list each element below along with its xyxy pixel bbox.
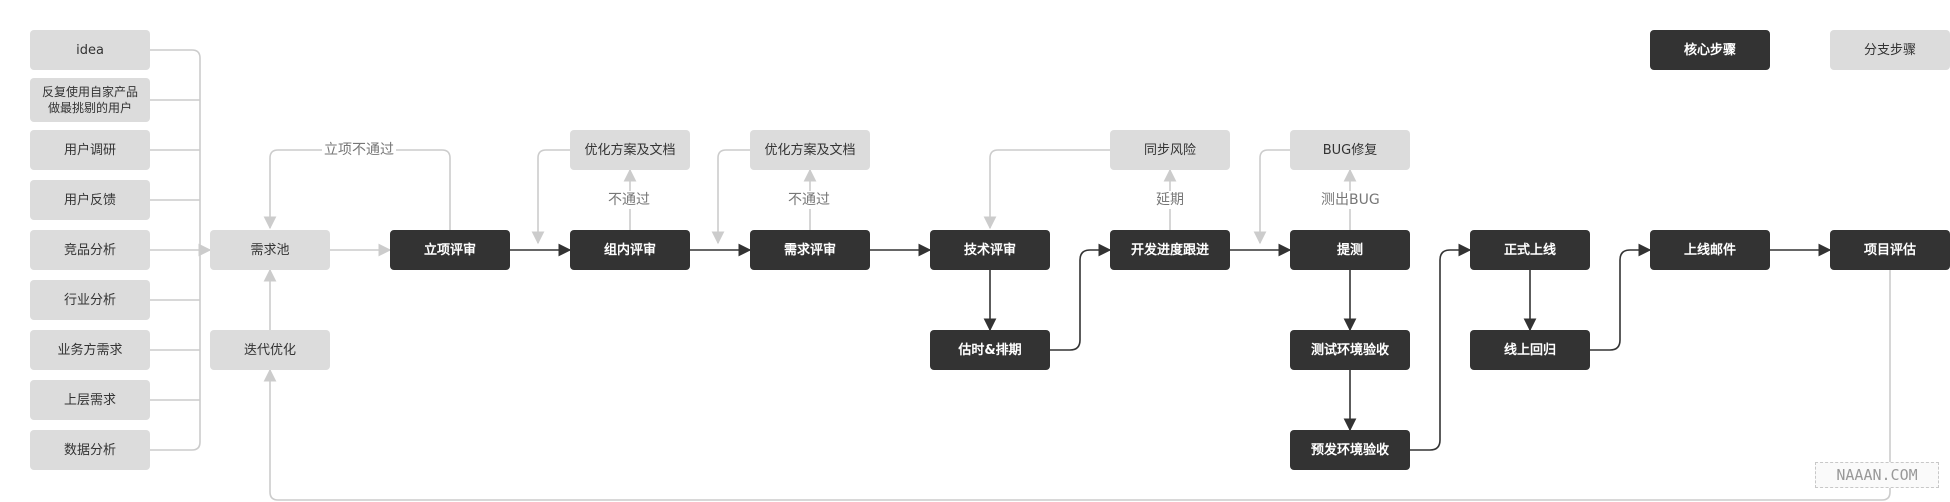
estimate-schedule: 估时&排期 xyxy=(930,330,1050,370)
evaluation-feedback-loop xyxy=(263,270,1891,501)
tech-review: 技术评审 xyxy=(930,230,1050,270)
legend-core-step: 核心步骤 xyxy=(1650,30,1770,70)
go-live: 正式上线 xyxy=(1470,230,1590,270)
project-evaluation: 项目评估 xyxy=(1830,230,1950,270)
demand-review: 需求评审 xyxy=(750,230,870,270)
sync-risk-loop xyxy=(983,149,1110,230)
project-fail-loop xyxy=(263,149,451,230)
optimize-plan-2: 优化方案及文档 xyxy=(750,130,870,170)
submit-test: 提测 xyxy=(1290,230,1410,270)
legend-branch-step: 分支步骤 xyxy=(1830,30,1950,70)
optimize2-loop xyxy=(711,149,750,245)
release-mail: 上线邮件 xyxy=(1650,230,1770,270)
bug-fix: BUG修复 xyxy=(1290,130,1410,170)
source-dogfooding: 反复使用自家产品 做最挑剔的用户 xyxy=(30,78,150,122)
source-business-demand: 业务方需求 xyxy=(30,330,150,370)
source-competitor-analysis: 竞品分析 xyxy=(30,230,150,270)
test-env-accept: 测试环境验收 xyxy=(1290,330,1410,370)
source-data-analysis: 数据分析 xyxy=(30,430,150,470)
optimize-plan-1: 优化方案及文档 xyxy=(570,130,690,170)
iterate-optimize: 迭代优化 xyxy=(210,330,330,370)
dev-progress: 开发进度跟进 xyxy=(1110,230,1230,270)
watermark: NAAAN.COM xyxy=(1815,462,1939,488)
pre-to-golive xyxy=(1410,243,1472,451)
source-tick xyxy=(148,99,200,401)
label-bug-found: 测出BUG xyxy=(1319,191,1382,209)
source-user-research: 用户调研 xyxy=(30,130,150,170)
regression-to-mail xyxy=(1590,243,1652,351)
group-review: 组内评审 xyxy=(570,230,690,270)
source-idea: idea xyxy=(30,30,150,70)
label-group-fail: 不通过 xyxy=(606,191,652,209)
optimize1-loop xyxy=(531,149,570,245)
label-demand-fail: 不通过 xyxy=(786,191,832,209)
bug-fix-loop xyxy=(1253,149,1290,245)
sync-risk: 同步风险 xyxy=(1110,130,1230,170)
source-upper-demand: 上层需求 xyxy=(30,380,150,420)
online-regression: 线上回归 xyxy=(1470,330,1590,370)
source-industry-analysis: 行业分析 xyxy=(30,280,150,320)
label-delay: 延期 xyxy=(1154,191,1186,209)
source-user-feedback: 用户反馈 xyxy=(30,180,150,220)
estimate-to-dev xyxy=(1050,243,1112,351)
label-project-fail: 立项不通过 xyxy=(322,141,396,159)
project-review: 立项评审 xyxy=(390,230,510,270)
pre-env-accept: 预发环境验收 xyxy=(1290,430,1410,470)
demand-pool: 需求池 xyxy=(210,230,330,270)
